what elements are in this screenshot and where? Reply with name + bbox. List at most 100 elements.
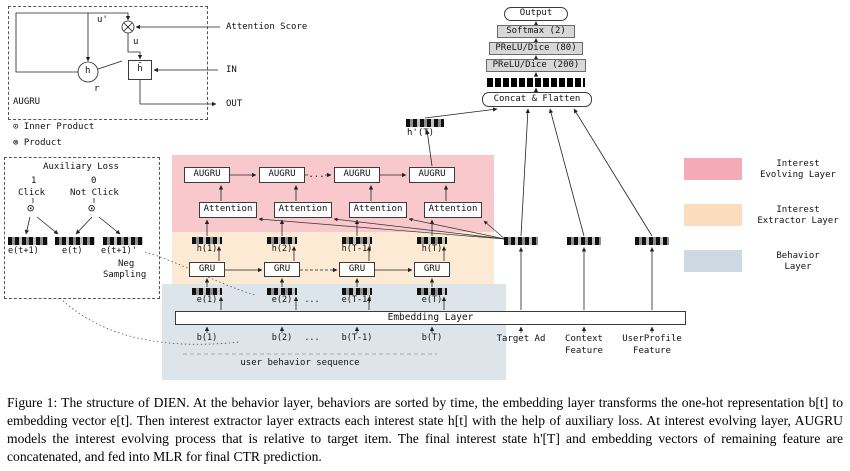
extractor-layer-legend-label: Interest Extractor Layer	[746, 205, 850, 227]
embedding-vector-strip	[8, 237, 48, 245]
u-label: u	[133, 37, 139, 47]
attention-to-augru-arrows	[218, 185, 449, 201]
auxiliary-loss-box	[4, 157, 160, 299]
gru-unit: GRU	[414, 262, 450, 277]
figure-caption: Figure 1: The structure of DIEN. At the …	[7, 395, 843, 464]
gru-arrows	[204, 246, 447, 287]
h-prime-label: h'(T)	[407, 128, 435, 138]
behavior-layer-legend-label: Behavior Layer	[746, 251, 850, 273]
aux-dotted-connectors	[59, 251, 256, 345]
h-label: h(2)	[271, 244, 293, 254]
userprofile-feature-label: Feature	[633, 346, 671, 356]
user-behavior-sequence-label: user behavior sequence	[240, 358, 360, 368]
prelu-dice-80-node: PReLU/Dice (80)	[489, 42, 583, 55]
feature-arrows	[518, 247, 655, 333]
neg-sampling-label: Sampling	[103, 270, 147, 280]
concat-fanin-arrows	[424, 107, 653, 237]
concat-vector-strip	[487, 78, 585, 87]
inner-product-legend: ⊙ Inner Product	[13, 122, 95, 132]
h-tilde-box: h̃	[128, 60, 152, 80]
click-value: 1	[31, 176, 37, 186]
gru-unit: GRU	[264, 262, 300, 277]
concat-flatten-node: Concat & Flatten	[482, 92, 592, 107]
u-prime-label: u'	[97, 15, 108, 25]
b-ellipsis: ...	[304, 333, 320, 343]
output-node: Output	[504, 7, 568, 21]
legend-line: Interest	[776, 159, 820, 169]
not-click-value: 0	[91, 176, 97, 186]
userprofile-feature-strip	[635, 237, 669, 245]
e-label: e(2)	[271, 295, 293, 305]
embedding-layer-bar: Embedding Layer	[175, 311, 686, 325]
b-label: b(1)	[196, 333, 218, 343]
aux-vec-label: e(t+1)	[8, 246, 39, 256]
target-to-attention-lines	[258, 217, 507, 241]
target-ad-strip	[504, 237, 538, 245]
embedding-arrows	[183, 296, 447, 355]
hidden-state-strip	[192, 237, 222, 244]
augru-unit: AUGRU	[259, 167, 305, 183]
gru-unit: GRU	[189, 262, 225, 277]
augru-unit: AUGRU	[184, 167, 230, 183]
b-label: b(T-1)	[341, 333, 373, 343]
legend-line: Behavior	[776, 251, 820, 261]
inner-product-icon: ⊙	[27, 201, 35, 215]
augru-unit: AUGRU	[334, 167, 380, 183]
augru-unit: AUGRU	[409, 167, 455, 183]
hidden-state-strip	[267, 237, 297, 244]
target-ad-label: Target Ad	[496, 334, 546, 344]
embedding-vector-strip	[267, 288, 297, 295]
prelu-dice-200-node: PReLU/Dice (200)	[486, 59, 586, 72]
auxiliary-loss-title: Auxiliary Loss	[43, 162, 119, 172]
context-feature-strip	[567, 237, 601, 245]
embedding-vector-strip	[192, 288, 222, 295]
product-legend: ⊗ Product	[13, 138, 62, 148]
context-feature-label: Feature	[565, 346, 603, 356]
hidden-state-strip	[342, 237, 372, 244]
h-label: h(1)	[196, 244, 218, 254]
evolving-layer-legend-label: Interest Evolving Layer	[746, 159, 850, 181]
h-state-label: h	[85, 66, 91, 76]
userprofile-feature-label: UserProfile	[622, 334, 682, 344]
h-label: h(T-1)	[341, 244, 373, 254]
e-label: e(T-1)	[341, 295, 373, 305]
augru-ellipsis: ...	[308, 169, 325, 181]
hidden-state-strip	[417, 237, 447, 244]
out-label: OUT	[226, 99, 243, 109]
connector-layer	[15, 12, 655, 355]
context-feature-label: Context	[565, 334, 603, 344]
softmax-node: Softmax (2)	[497, 25, 575, 38]
e-label: e(1)	[196, 295, 218, 305]
attention-unit: Attention	[349, 202, 407, 218]
augru-inset-title: AUGRU	[13, 97, 41, 107]
legend-line: Extractor Layer	[757, 216, 839, 226]
augru-cell-inset	[8, 6, 208, 120]
h-prime-strip	[406, 119, 444, 127]
click-label: Click	[18, 188, 46, 198]
inner-product-icon: ⊙	[88, 201, 96, 215]
legend-line: Evolving Layer	[760, 170, 836, 180]
attention-unit: Attention	[424, 202, 482, 218]
h-to-attention-arrows	[204, 219, 435, 236]
legend-line: Layer	[784, 262, 812, 272]
in-label: IN	[226, 65, 237, 75]
attention-unit: Attention	[274, 202, 332, 218]
e-label: e(T)	[421, 295, 443, 305]
legend-line: Interest	[776, 205, 820, 215]
augru-cell-wiring	[15, 12, 220, 107]
extractor-layer-swatch	[684, 204, 742, 226]
embedding-vector-strip	[103, 237, 143, 245]
embedding-vector-strip	[342, 288, 372, 295]
behavior-layer-swatch	[684, 250, 742, 272]
b-label: b(T)	[421, 333, 443, 343]
h-label: h(T)	[421, 244, 443, 254]
aux-internal-lines	[24, 198, 121, 235]
b-label: b(2)	[271, 333, 293, 343]
embedding-vector-strip	[417, 288, 447, 295]
aux-vec-label: e(t+1)'	[101, 246, 137, 256]
embedding-vector-strip	[55, 237, 95, 245]
attention-score-label: Attention Score	[226, 22, 308, 32]
neg-sampling-label: Neg	[118, 259, 135, 269]
gru-unit: GRU	[339, 262, 375, 277]
